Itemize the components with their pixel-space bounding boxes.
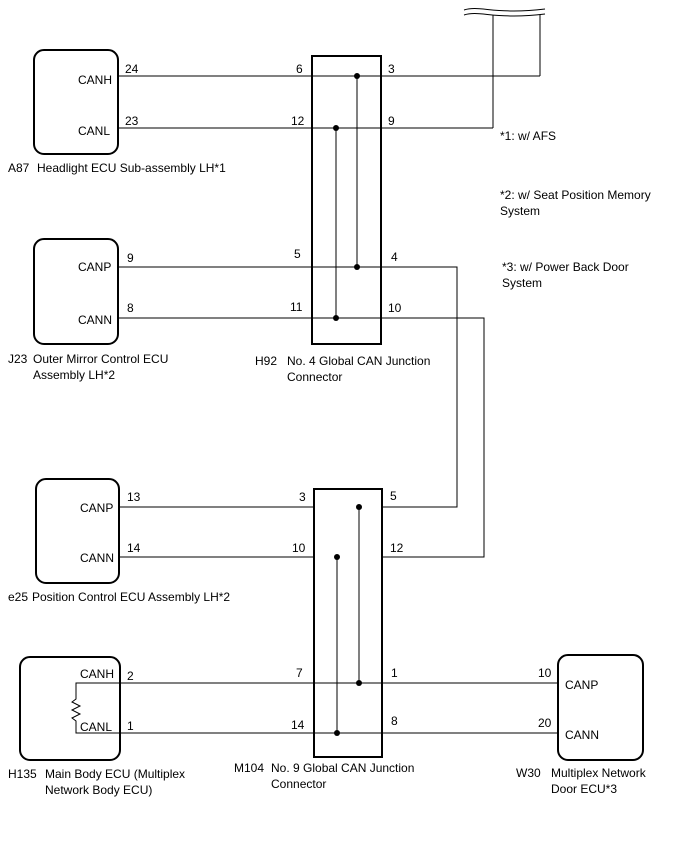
e25-id: e25 (8, 590, 28, 604)
ecu-a87-box (33, 49, 119, 155)
h92-right-pin-3: 4 (391, 250, 398, 264)
m104-right-pin-2: 12 (390, 541, 404, 555)
ecu-j23-box (33, 238, 119, 345)
e25-pin-no-canp: 13 (127, 490, 141, 504)
splice-dot (334, 554, 340, 560)
note-2-line1: *2: w/ Seat Position Memory (500, 188, 651, 202)
h135-name-line1: Main Body ECU (Multiplex (45, 767, 185, 781)
h92-right-pin-1: 3 (388, 62, 395, 76)
e25-pin-no-cann: 14 (127, 541, 141, 555)
w30-name-line1: Multiplex Network (551, 766, 647, 780)
h135-pin-name-canh: CANH (80, 667, 114, 681)
note-2-line2: System (500, 204, 540, 218)
h92-left-pin-4: 11 (290, 300, 303, 314)
junction-m104-box (313, 488, 383, 758)
junction-h92-box (311, 55, 382, 345)
wire-h92-10-to-m104-12 (381, 317, 485, 558)
splice-dot (356, 504, 362, 510)
h92-left-pin-3: 5 (294, 247, 301, 261)
j23-name-line2: Assembly LH*2 (33, 368, 115, 382)
m104-left-pin-2: 10 (292, 541, 306, 555)
h135-pin-no-canh: 2 (127, 669, 134, 683)
m104-right-pin-1: 5 (390, 489, 397, 503)
m104-left-pin-3: 7 (296, 666, 303, 680)
m104-right-pin-3: 1 (391, 666, 398, 680)
splice-dot (333, 125, 339, 131)
h135-pin-name-canl: CANL (80, 720, 112, 734)
w30-id: W30 (516, 766, 541, 780)
a87-pin-name-canl: CANL (78, 124, 110, 138)
m104-left-pin-1: 3 (299, 490, 306, 504)
m104-id: M104 (234, 761, 264, 775)
note-3-line1: *3: w/ Power Back Door (502, 260, 629, 274)
w30-name-line2: Door ECU*3 (551, 782, 617, 796)
h92-id: H92 (255, 354, 277, 368)
e25-pin-name-cann: CANN (80, 551, 114, 565)
a87-pin-name-canh: CANH (78, 73, 112, 87)
j23-pin-no-cann: 8 (127, 301, 134, 315)
note-1: *1: w/ AFS (500, 129, 556, 143)
w30-pin-name-cann: CANN (565, 728, 599, 742)
splice-dot (356, 680, 362, 686)
w30-pin-no-canp: 10 (538, 666, 552, 680)
a87-id: A87 (8, 161, 30, 175)
h92-left-pin-1: 6 (296, 62, 303, 76)
j23-pin-name-cann: CANN (78, 313, 112, 327)
w30-pin-no-cann: 20 (538, 716, 552, 730)
j23-name-line1: Outer Mirror Control ECU (33, 352, 168, 366)
e25-name: Position Control ECU Assembly LH*2 (32, 590, 230, 604)
m104-right-pin-4: 8 (391, 714, 398, 728)
h92-right-pin-2: 9 (388, 114, 395, 128)
bus-break-symbol (463, 8, 546, 17)
ecu-w30-box (557, 654, 644, 761)
splice-dot (333, 315, 339, 321)
note-3-line2: System (502, 276, 542, 290)
a87-pin-no-canh: 24 (125, 62, 139, 76)
termination-resistor-icon (70, 682, 120, 734)
e25-pin-name-canp: CANP (80, 501, 113, 515)
m104-name-line1: No. 9 Global CAN Junction (271, 761, 414, 775)
m104-name-line2: Connector (271, 777, 326, 791)
h135-id: H135 (8, 767, 37, 781)
a87-pin-no-canl: 23 (125, 114, 139, 128)
splice-dot (334, 730, 340, 736)
splice-dot (354, 264, 360, 270)
ecu-e25-box (35, 478, 120, 584)
h92-name-line1: No. 4 Global CAN Junction (287, 354, 430, 368)
j23-pin-name-canp: CANP (78, 260, 111, 274)
w30-pin-name-canp: CANP (565, 678, 598, 692)
h92-name-line2: Connector (287, 370, 342, 384)
h92-left-pin-2: 12 (291, 114, 305, 128)
j23-pin-no-canp: 9 (127, 251, 134, 265)
wire-h92-4-to-m104-5 (381, 266, 458, 508)
m104-left-pin-4: 14 (291, 718, 305, 732)
a87-name: Headlight ECU Sub-assembly LH*1 (37, 161, 226, 175)
h135-pin-no-canl: 1 (127, 719, 134, 733)
splice-dot (354, 73, 360, 79)
j23-id: J23 (8, 352, 28, 366)
h135-name-line2: Network Body ECU) (45, 783, 152, 797)
h92-right-pin-4: 10 (388, 301, 402, 315)
splice-dots (333, 73, 362, 736)
